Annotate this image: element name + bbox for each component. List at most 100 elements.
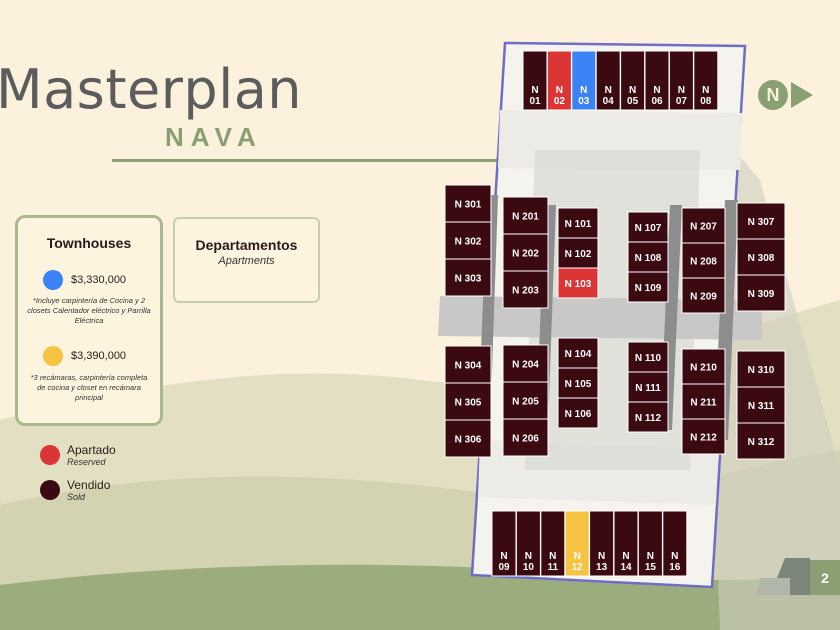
- apartment-unit[interactable]: N 103: [557, 267, 599, 299]
- unit-plot[interactable]: [662, 510, 688, 577]
- townhouse-unit[interactable]: N03: [571, 50, 597, 111]
- apartment-unit[interactable]: N 310: [736, 350, 786, 388]
- unit-plot[interactable]: [515, 510, 541, 577]
- unit-plot[interactable]: [693, 50, 719, 111]
- unit-plot[interactable]: [627, 211, 669, 243]
- townhouse-unit[interactable]: N04: [595, 50, 621, 111]
- townhouse-unit[interactable]: N15: [637, 510, 663, 577]
- unit-plot[interactable]: [681, 207, 726, 244]
- unit-plot[interactable]: [557, 237, 599, 269]
- apartment-unit[interactable]: N 102: [557, 237, 599, 269]
- apartment-unit[interactable]: N 206: [502, 418, 549, 457]
- unit-plot[interactable]: [546, 50, 572, 111]
- unit-plot[interactable]: [502, 233, 549, 272]
- apartment-unit[interactable]: N 208: [681, 242, 726, 279]
- apartment-unit[interactable]: N 105: [557, 367, 599, 399]
- unit-plot[interactable]: [627, 271, 669, 303]
- unit-plot[interactable]: [736, 238, 786, 276]
- apartment-unit[interactable]: N 305: [444, 382, 492, 421]
- unit-plot[interactable]: [681, 418, 726, 455]
- apartment-unit[interactable]: N 304: [444, 345, 492, 384]
- unit-label: N 209: [690, 292, 717, 303]
- unit-plot[interactable]: [589, 510, 615, 577]
- unit-plot[interactable]: [736, 386, 786, 424]
- apartment-unit[interactable]: N 311: [736, 386, 786, 424]
- apartment-unit[interactable]: N 309: [736, 274, 786, 312]
- unit-plot[interactable]: [502, 344, 549, 383]
- apartment-unit[interactable]: N 109: [627, 271, 669, 303]
- apartment-unit[interactable]: N 107: [627, 211, 669, 243]
- unit-plot[interactable]: [627, 401, 669, 433]
- unit-label: N: [629, 85, 636, 96]
- unit-plot[interactable]: [502, 270, 549, 309]
- apartment-unit[interactable]: N 209: [681, 277, 726, 314]
- unit-plot[interactable]: [444, 184, 492, 223]
- apartment-unit[interactable]: N 308: [736, 238, 786, 276]
- apartment-unit[interactable]: N 110: [627, 341, 669, 373]
- unit-plot[interactable]: [668, 50, 694, 111]
- apartment-unit[interactable]: N 303: [444, 258, 492, 297]
- apartment-unit[interactable]: N 106: [557, 397, 599, 429]
- townhouse-unit[interactable]: N13: [589, 510, 615, 577]
- apartment-unit[interactable]: N 203: [502, 270, 549, 309]
- apartment-unit[interactable]: N 202: [502, 233, 549, 272]
- townhouse-unit[interactable]: N08: [693, 50, 719, 111]
- townhouse-unit[interactable]: N02: [546, 50, 572, 111]
- unit-plot[interactable]: [637, 510, 663, 577]
- unit-plot[interactable]: [491, 510, 517, 577]
- townhouse-unit[interactable]: N12: [564, 510, 590, 577]
- apartment-unit[interactable]: N 301: [444, 184, 492, 223]
- unit-plot[interactable]: [627, 371, 669, 403]
- unit-label: N 107: [635, 223, 662, 234]
- townhouse-unit[interactable]: N06: [644, 50, 670, 111]
- unit-plot[interactable]: [522, 50, 548, 111]
- apartment-unit[interactable]: N 111: [627, 371, 669, 403]
- unit-plot[interactable]: [681, 242, 726, 279]
- apartment-unit[interactable]: N 210: [681, 348, 726, 385]
- unit-plot[interactable]: [681, 277, 726, 314]
- townhouse-unit[interactable]: N11: [540, 510, 566, 577]
- apartment-unit[interactable]: N 108: [627, 241, 669, 273]
- apartment-unit[interactable]: N 101: [557, 207, 599, 239]
- townhouse-unit[interactable]: N16: [662, 510, 688, 577]
- townhouse-unit[interactable]: N14: [613, 510, 639, 577]
- unit-plot[interactable]: [571, 50, 597, 111]
- unit-plot[interactable]: [644, 50, 670, 111]
- unit-label: N 301: [455, 200, 482, 211]
- unit-plot[interactable]: [444, 221, 492, 260]
- unit-plot[interactable]: [613, 510, 639, 577]
- unit-plot[interactable]: [681, 383, 726, 420]
- apartment-unit[interactable]: N 312: [736, 422, 786, 460]
- townhouse-unit[interactable]: N10: [515, 510, 541, 577]
- townhouse-unit[interactable]: N09: [491, 510, 517, 577]
- townhouse-unit[interactable]: N05: [620, 50, 646, 111]
- unit-plot[interactable]: [444, 258, 492, 297]
- unit-plot[interactable]: [736, 350, 786, 388]
- unit-plot[interactable]: [564, 510, 590, 577]
- apartment-unit[interactable]: N 205: [502, 381, 549, 420]
- unit-plot[interactable]: [736, 202, 786, 240]
- townhouse-unit[interactable]: N07: [668, 50, 694, 111]
- apartment-unit[interactable]: N 211: [681, 383, 726, 420]
- unit-plot[interactable]: [681, 348, 726, 385]
- unit-plot[interactable]: [557, 397, 599, 429]
- apartment-unit[interactable]: N 307: [736, 202, 786, 240]
- unit-plot[interactable]: [595, 50, 621, 111]
- unit-plot[interactable]: [736, 422, 786, 460]
- townhouse-unit[interactable]: N01: [522, 50, 548, 111]
- apartment-unit[interactable]: N 306: [444, 419, 492, 458]
- apartment-unit[interactable]: N 212: [681, 418, 726, 455]
- apartment-unit[interactable]: N 204: [502, 344, 549, 383]
- unit-plot[interactable]: [502, 418, 549, 457]
- apartment-unit[interactable]: N 112: [627, 401, 669, 433]
- apartment-unit[interactable]: N 104: [557, 337, 599, 369]
- unit-plot[interactable]: [736, 274, 786, 312]
- apartment-unit[interactable]: N 201: [502, 196, 549, 235]
- unit-plot[interactable]: [444, 419, 492, 458]
- unit-plot[interactable]: [557, 367, 599, 399]
- apartment-unit[interactable]: N 302: [444, 221, 492, 260]
- apartment-unit[interactable]: N 207: [681, 207, 726, 244]
- unit-plot[interactable]: [620, 50, 646, 111]
- unit-plot[interactable]: [540, 510, 566, 577]
- unit-plot[interactable]: [557, 267, 599, 299]
